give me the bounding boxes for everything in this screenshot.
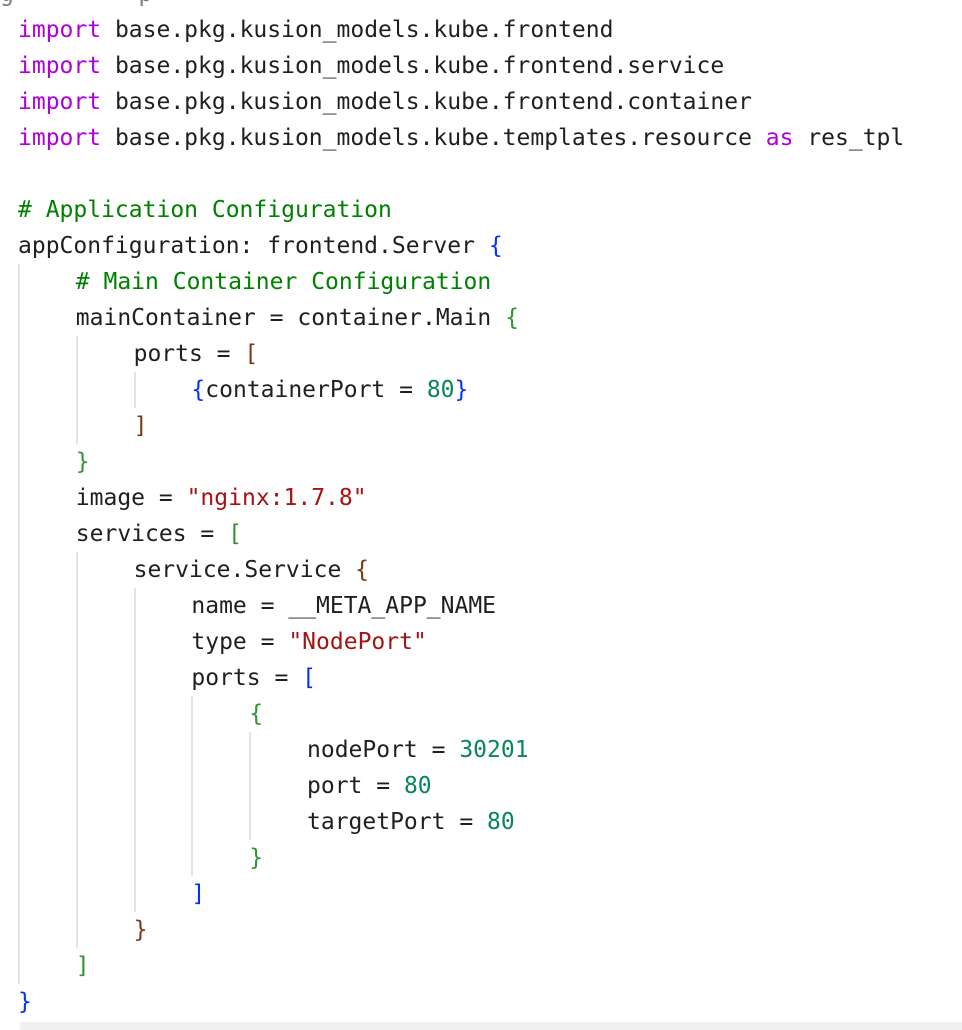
indent-guide: [191, 696, 194, 876]
code-token: }: [249, 845, 264, 871]
code-token: appConfiguration: frontend.Server: [18, 233, 489, 259]
code-line: }: [18, 984, 32, 1020]
code-token: name = __META_APP_NAME: [191, 593, 497, 619]
code-line: appConfiguration: frontend.Server {: [18, 228, 503, 264]
code-line: import base.pkg.kusion_models.kube.templ…: [18, 120, 904, 156]
code-line: ]: [134, 408, 148, 444]
code-token: ]: [133, 413, 148, 439]
code-token: ]: [75, 953, 90, 979]
code-line: import base.pkg.kusion_models.kube.front…: [18, 48, 724, 84]
code-token: }: [133, 917, 148, 943]
code-line: image = "nginx:1.7.8": [76, 480, 367, 516]
code-token: import: [18, 89, 102, 115]
code-token: import: [18, 17, 102, 43]
code-line: port = 80: [307, 768, 432, 804]
code-token: 80: [487, 809, 515, 835]
code-token: ports =: [133, 341, 245, 367]
code-line: }: [249, 840, 263, 876]
code-token: base.pkg.kusion_models.kube.templates.re…: [101, 125, 766, 151]
code-token: targetPort =: [307, 809, 488, 835]
code-token: 30201: [459, 737, 529, 763]
code-token: service.Service: [133, 557, 356, 583]
code-line: nodePort = 30201: [307, 732, 529, 768]
code-token: containerPort =: [205, 377, 427, 403]
code-line: import base.pkg.kusion_models.kube.front…: [18, 12, 613, 48]
code-token: res_tpl: [793, 125, 905, 151]
code-line: name = __META_APP_NAME: [191, 588, 496, 624]
code-line: }: [134, 912, 148, 948]
code-token: services =: [75, 521, 229, 547]
code-line: services = [: [76, 516, 242, 552]
code-token: # Application Configuration: [18, 197, 392, 223]
code-token: {: [191, 377, 206, 403]
cut-off-line: g p: [0, 0, 249, 12]
code-token: {: [249, 701, 264, 727]
code-line: {containerPort = 80}: [191, 372, 468, 408]
code-token: nodePort =: [307, 737, 460, 763]
code-line: import base.pkg.kusion_models.kube.front…: [18, 84, 752, 120]
code-token: [: [244, 341, 259, 367]
code-line: # Application Configuration: [18, 192, 392, 228]
indent-guide: [133, 372, 136, 408]
code-token: "NodePort": [288, 629, 427, 655]
code-line: ]: [76, 948, 90, 984]
editor-bottom-bar: [20, 1022, 962, 1030]
code-token: base.pkg.kusion_models.kube.frontend: [101, 17, 614, 43]
code-line: # Main Container Configuration: [76, 264, 491, 300]
code-token: type =: [191, 629, 289, 655]
code-token: import: [18, 125, 102, 151]
indent-guide: [133, 588, 136, 912]
code-token: image =: [75, 485, 187, 511]
code-token: base.pkg.kusion_models.kube.frontend.ser…: [101, 53, 725, 79]
code-token: 80: [403, 773, 432, 799]
indent-guide: [75, 336, 78, 444]
code-line: }: [76, 444, 90, 480]
code-token: }: [18, 989, 32, 1015]
code-line: ports = [: [191, 660, 316, 696]
code-token: mainContainer = container.Main: [75, 305, 506, 331]
code-token: }: [75, 449, 90, 475]
code-line: type = "NodePort": [191, 624, 426, 660]
code-token: {: [488, 233, 503, 259]
indent-guide: [18, 264, 20, 984]
code-token: base.pkg.kusion_models.kube.frontend.con…: [101, 89, 752, 115]
code-token: ports =: [191, 665, 303, 691]
code-token: ]: [191, 881, 206, 907]
code-line: service.Service {: [134, 552, 369, 588]
code-token: import: [18, 53, 102, 79]
code-token: as: [765, 125, 794, 151]
indent-guide: [249, 732, 252, 840]
code-token: # Main Container Configuration: [75, 269, 492, 295]
indent-guide: [75, 552, 78, 948]
code-line: ]: [191, 876, 205, 912]
code-token: }: [454, 377, 469, 403]
code-token: port =: [307, 773, 404, 799]
code-token: {: [505, 305, 519, 331]
code-line: mainContainer = container.Main {: [76, 300, 519, 336]
code-line: {: [249, 696, 263, 732]
code-token: {: [355, 557, 370, 583]
code-token: 80: [426, 377, 455, 403]
code-line: ports = [: [134, 336, 259, 372]
code-token: [: [302, 665, 317, 691]
code-token: "nginx:1.7.8": [186, 485, 367, 511]
code-token: [: [228, 521, 242, 547]
code-line: targetPort = 80: [307, 804, 515, 840]
